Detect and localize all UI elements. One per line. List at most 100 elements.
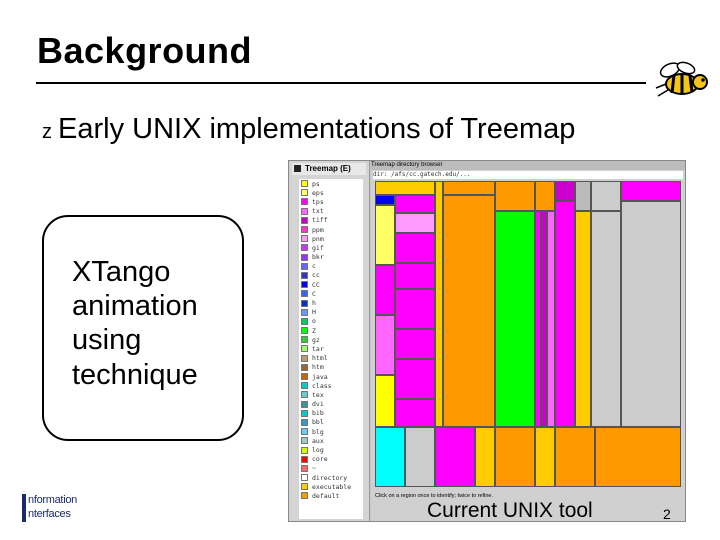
treemap-cell[interactable] [375,315,395,375]
legend-swatch [301,363,308,371]
legend-item: eps [299,188,363,197]
treemap-cell[interactable] [575,211,591,427]
legend-label: H [312,308,316,317]
treemap-cell[interactable] [535,211,541,427]
treemap-cell[interactable] [375,375,395,427]
legend-swatch [301,244,308,252]
legend-swatch [301,483,308,491]
treemap-cell[interactable] [395,359,435,399]
treemap-cell[interactable] [435,427,475,487]
legend-item: default [299,491,363,500]
treemap-cell[interactable] [375,265,395,315]
treemap-cell[interactable] [395,213,435,233]
legend-item: C [299,289,363,298]
treemap-cell[interactable] [555,427,595,487]
legend-label: bib [312,409,324,418]
treemap-cell[interactable] [495,181,535,211]
legend-item: executable [299,482,363,491]
legend-item: tex [299,390,363,399]
treemap-cell[interactable] [395,289,435,329]
treemap-cell[interactable] [395,329,435,359]
legend-swatch [301,382,308,390]
treemap-cell[interactable] [555,181,575,201]
legend-label: cc [312,271,320,280]
legend-label: class [312,381,332,390]
legend-swatch [301,189,308,197]
legend-swatch [301,446,308,454]
treemap-cell[interactable] [395,195,435,213]
treemap-cell[interactable] [443,195,495,427]
legend-label: CC [312,280,320,289]
legend-swatch [301,180,308,188]
legend-label: C [312,289,316,298]
treemap-cell[interactable] [547,211,555,427]
treemap-cell[interactable] [621,181,681,201]
yellow-jacket-mascot-icon [655,61,708,97]
treemap-cell[interactable] [375,427,405,487]
legend-label: executable [312,482,352,491]
treemap-cell[interactable] [375,205,395,265]
treemap-cell[interactable] [495,211,535,427]
legend-item: ~ [299,464,363,473]
legend-item: ps [299,179,363,188]
treemap-cell[interactable] [575,181,591,211]
legend-item: tiff [299,216,363,225]
treemap-cell[interactable] [535,181,555,211]
legend-item: gif [299,243,363,252]
treemap-cell[interactable] [475,427,495,487]
treemap-cell[interactable] [395,263,435,289]
legend-label: dvi [312,400,324,409]
treemap-cell[interactable] [395,399,435,427]
treemap-window-title: Treemap directory browser [371,161,685,170]
legend-label: gif [312,243,324,252]
legend-label: htm [312,363,324,372]
legend-item: directory [299,473,363,482]
treemap-footer: Click on a region once to identify; twic… [375,493,494,499]
legend-item: ppm [299,225,363,234]
page-number: 2 [663,506,671,522]
legend-label: bbl [312,418,324,427]
legend-item: bkr [299,253,363,262]
legend-item: blg [299,427,363,436]
treemap-cell[interactable] [535,427,555,487]
information-interfaces-logo: nformation nterfaces [22,494,82,522]
legend-swatch [301,400,308,408]
treemap-cell[interactable] [621,201,681,427]
legend-item: bbl [299,418,363,427]
treemap-path-field: dir: /afs/cc.gatech.edu/... [373,171,683,179]
legend-label: o [312,317,316,326]
treemap-cell[interactable] [591,211,621,427]
treemap-cell[interactable] [541,211,547,427]
legend-swatch [301,308,308,316]
treemap-cell[interactable] [375,181,435,195]
legend-titlebar: Treemap (E) [292,163,366,175]
legend-swatch [301,198,308,206]
legend-swatch [301,391,308,399]
treemap-cell[interactable] [443,181,495,195]
legend-item: tar [299,344,363,353]
callout-line: technique [72,358,198,391]
legend-swatch [301,281,308,289]
treemap-cell[interactable] [595,427,681,487]
legend-swatch [301,262,308,270]
treemap-cell[interactable] [435,181,443,427]
legend-swatch [301,271,308,279]
legend-label: tar [312,344,324,353]
xtango-callout-box [42,215,244,441]
treemap-cell[interactable] [405,427,435,487]
legend-swatch [301,437,308,445]
treemap-cell[interactable] [495,427,535,487]
legend-swatch [301,235,308,243]
treemap-cell[interactable] [375,195,395,205]
legend-label: Z [312,326,316,335]
legend-item: java [299,372,363,381]
treemap-cell[interactable] [395,233,435,263]
legend-swatch [301,373,308,381]
legend-item: H [299,308,363,317]
legend-label: core [312,455,328,464]
treemap-canvas[interactable] [375,181,681,487]
legend-label: txt [312,207,324,216]
treemap-cell[interactable] [555,201,575,427]
treemap-cell[interactable] [591,181,621,211]
slide-title: Background [37,30,253,71]
